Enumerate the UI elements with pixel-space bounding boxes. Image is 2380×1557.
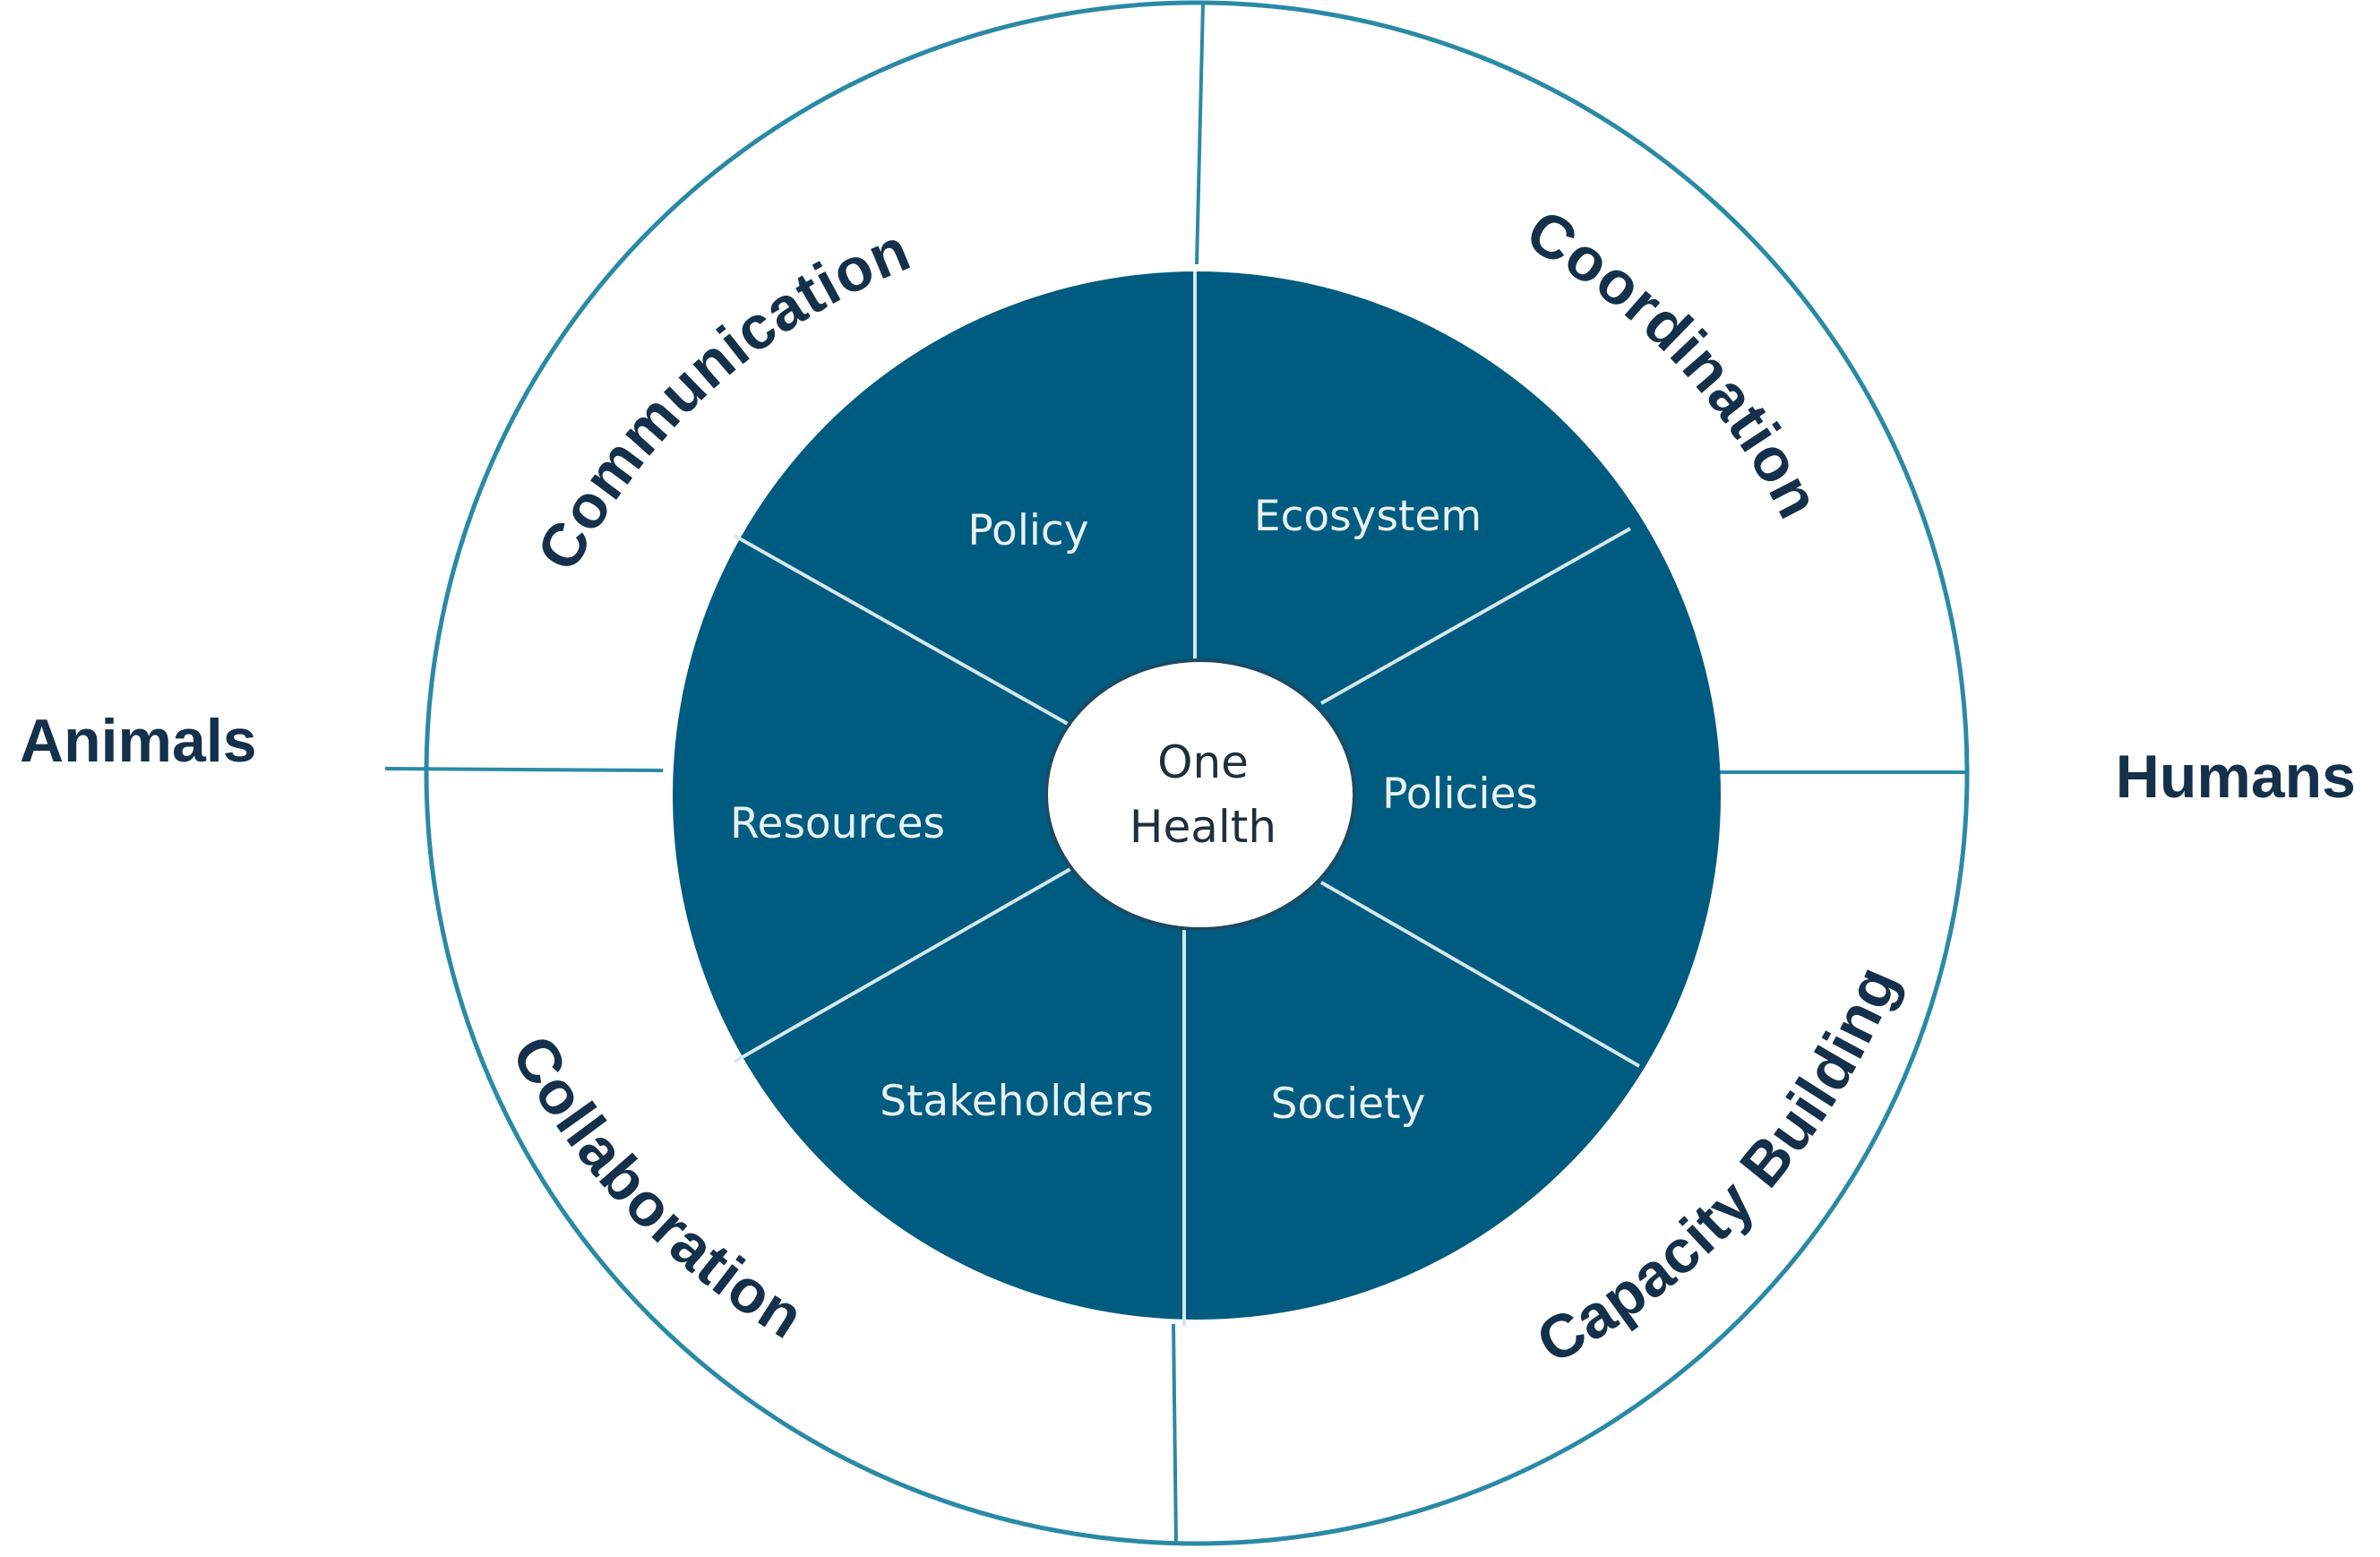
side-label-animals: Animals: [20, 707, 257, 775]
sector-label-resources: Resources: [730, 799, 945, 848]
sector-divider-lower-right: [1319, 881, 1641, 1068]
ring-divider-left: [384, 767, 664, 772]
sector-label-stakeholders: Stakeholders: [880, 1077, 1154, 1126]
sector-divider-lower-left: [734, 867, 1071, 1063]
ring-divider-top: [1195, 3, 1205, 265]
center-circle: [1044, 658, 1356, 931]
sector-divider-upper-right: [1320, 527, 1631, 705]
sector-dividers: [734, 271, 1641, 1326]
sector-label-society: Society: [1271, 1080, 1426, 1129]
sector-divider-upper-left: [734, 534, 1069, 726]
center-label-line1: One: [1157, 736, 1249, 788]
sector-label-ecosystem: Ecosystem: [1254, 492, 1482, 541]
side-label-humans: Humans: [2116, 743, 2356, 811]
ring-divider-bottom: [1172, 1323, 1178, 1546]
sector-label-policies: Policies: [1382, 770, 1538, 819]
sector-label-policy: Policy: [967, 506, 1088, 555]
center-label-line2: Health: [1130, 801, 1276, 853]
